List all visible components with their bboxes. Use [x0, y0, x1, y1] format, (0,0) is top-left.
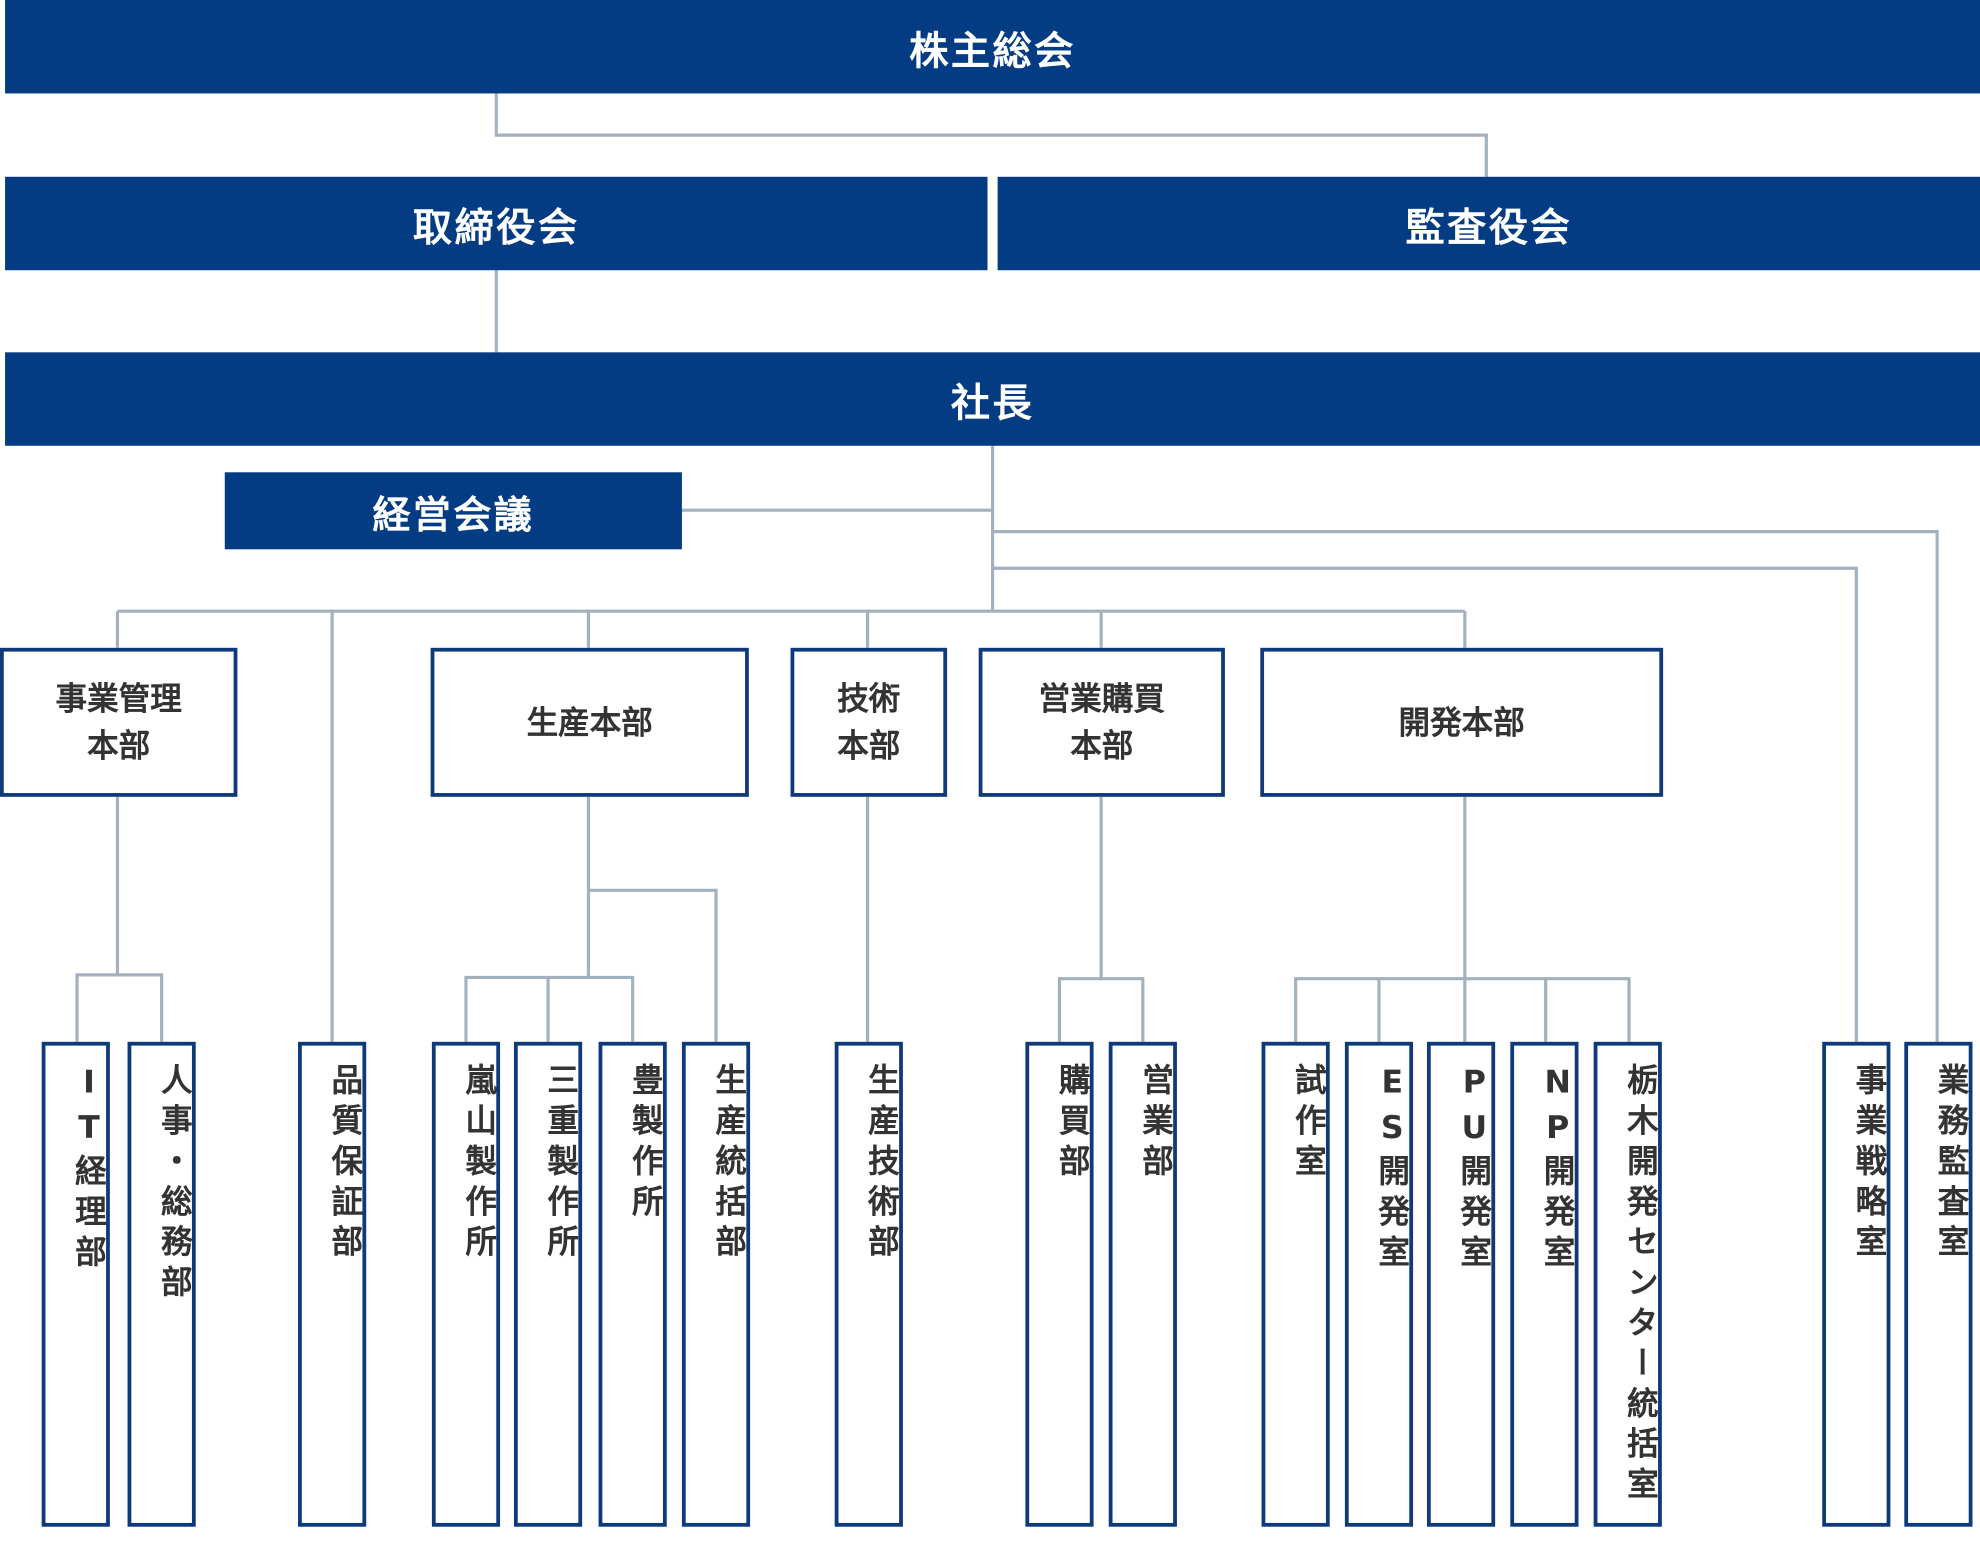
unit-label: 試作室 — [1290, 1063, 1328, 1185]
unit-label: 営業部 — [1137, 1063, 1175, 1185]
unit-label: 生産技術部 — [863, 1063, 901, 1266]
unit-prototype-room: 試作室 — [1261, 1041, 1330, 1527]
unit-business-strategy: 事業戦略室 — [1822, 1041, 1891, 1527]
unit-label: 三重製作所 — [543, 1063, 580, 1266]
unit-tochigi-center: 栃木開発センター統括室 — [1593, 1041, 1662, 1527]
unit-quality-assurance: 品質保証部 — [298, 1041, 367, 1527]
unit-label: 業務監査室 — [1933, 1063, 1970, 1266]
unit-label: 購買部 — [1054, 1063, 1092, 1185]
unit-label: 事業戦略室 — [1851, 1063, 1888, 1266]
unit-yutaka-works: 豊製作所 — [598, 1041, 667, 1527]
unit-arashiyama-works: 嵐山製作所 — [431, 1041, 501, 1527]
division-development: 開発本部 — [1260, 647, 1664, 797]
unit-es-development: ES開発室 — [1344, 1041, 1414, 1527]
unit-label: 豊製作所 — [627, 1063, 665, 1225]
unit-pu-development: PU開発室 — [1426, 1041, 1496, 1527]
line-business-strategy — [992, 566, 1858, 1042]
unit-hr-general-affairs: 人事・総務部 — [127, 1041, 196, 1527]
shareholders-meeting: 株主総会 — [5, 0, 1980, 94]
unit-np-development: NP開発室 — [1510, 1041, 1579, 1527]
unit-purchasing: 購買部 — [1025, 1041, 1094, 1527]
unit-production-engineering: 生産技術部 — [834, 1041, 903, 1527]
unit-mie-works: 三重製作所 — [513, 1041, 583, 1527]
unit-label: PU開発室 — [1456, 1063, 1493, 1276]
division-production: 生産本部 — [430, 647, 749, 797]
line-shareholders-board-auditors — [494, 93, 1488, 177]
division-technology: 技術 本部 — [790, 647, 948, 797]
unit-it-accounting: IT経理部 — [41, 1041, 110, 1527]
unit-label: NP開発室 — [1539, 1063, 1576, 1276]
division-sales-purchasing: 営業購買 本部 — [978, 647, 1225, 797]
division-business-mgmt: 事業管理 本部 — [0, 647, 238, 797]
unit-label: 生産統括部 — [710, 1063, 748, 1266]
unit-label: 嵐山製作所 — [460, 1063, 498, 1266]
audit-board: 監査役会 — [997, 176, 1980, 271]
unit-label: IT経理部 — [70, 1063, 108, 1276]
unit-business-audit: 業務監査室 — [1904, 1041, 1973, 1527]
unit-sales: 営業部 — [1108, 1041, 1177, 1527]
board-of-directors: 取締役会 — [5, 176, 988, 271]
unit-label: ES開発室 — [1373, 1063, 1411, 1276]
unit-label: 品質保証部 — [327, 1063, 364, 1266]
line-business-audit — [992, 530, 1939, 1042]
unit-label: 栃木開発センター統括室 — [1622, 1063, 1660, 1508]
president: 社長 — [5, 352, 1980, 446]
management-meeting: 経営会議 — [224, 472, 682, 550]
unit-label: 人事・総務部 — [156, 1063, 194, 1306]
unit-production-control: 生産統括部 — [681, 1041, 751, 1527]
